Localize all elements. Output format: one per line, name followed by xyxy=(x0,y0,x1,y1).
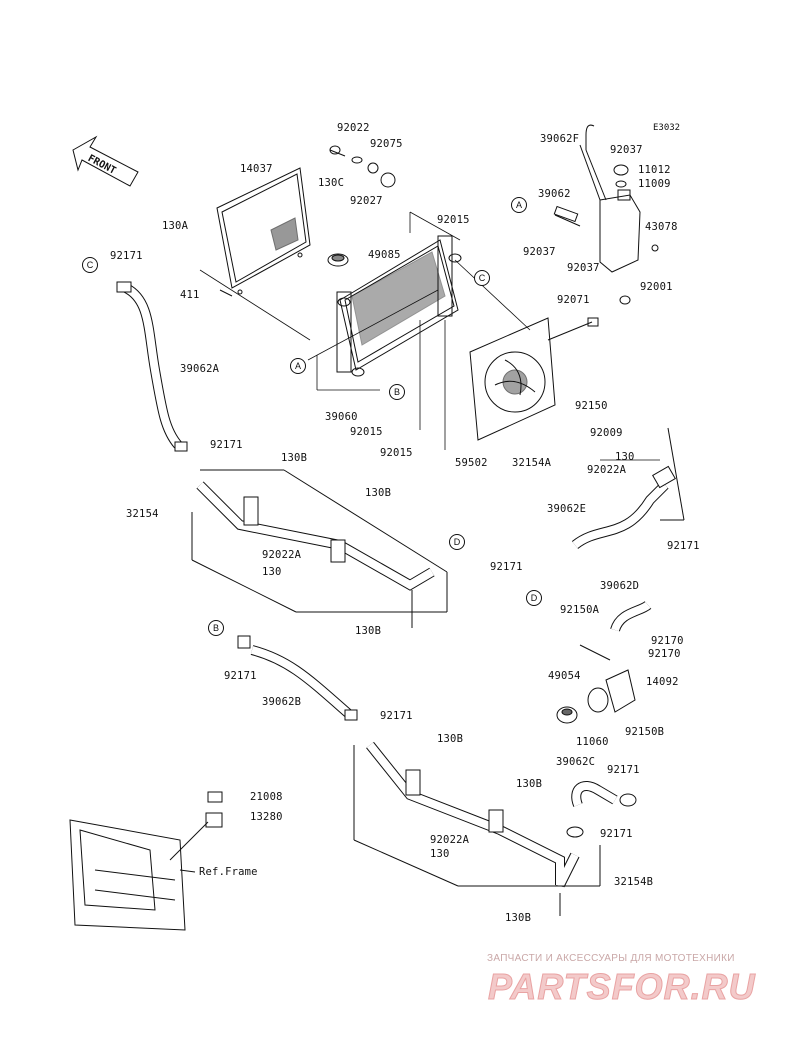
part-label: 39062B xyxy=(262,696,302,708)
part-label: 39062C xyxy=(556,756,596,768)
hose-39062D xyxy=(610,600,652,632)
reserve-tank xyxy=(553,124,659,305)
callout-a: A xyxy=(511,197,527,213)
part-label: 92171 xyxy=(110,250,143,262)
part-label: 14092 xyxy=(646,676,679,688)
radiator-core xyxy=(336,235,462,377)
part-label: 39062F xyxy=(540,133,580,145)
hose-39062B xyxy=(237,635,358,721)
part-label: 92015 xyxy=(380,447,413,459)
hose-39062A xyxy=(116,281,188,452)
hose-39062E xyxy=(571,427,685,550)
watermark-tagline: ЗАПЧАСТИ И АКСЕССУАРЫ ДЛЯ МОТОТЕХНИКИ xyxy=(487,953,735,964)
part-label: 92150A xyxy=(560,604,600,616)
part-label: 130B xyxy=(437,733,464,745)
part-label: 92015 xyxy=(437,214,470,226)
front-arrow-icon xyxy=(72,135,139,187)
part-label: 92037 xyxy=(567,262,600,274)
part-label: 59502 xyxy=(455,457,488,469)
pipe-32154 xyxy=(191,469,448,628)
part-label: 92022A xyxy=(587,464,627,476)
part-label: 92171 xyxy=(600,828,633,840)
part-label: 92037 xyxy=(610,144,643,156)
part-label: 92150B xyxy=(625,726,665,738)
part-label: 39062D xyxy=(600,580,640,592)
part-label: 130 xyxy=(262,566,282,578)
callout-b: B xyxy=(208,620,224,636)
part-label: 39062 xyxy=(538,188,571,200)
callout-d: D xyxy=(449,534,465,550)
part-label: 130A xyxy=(162,220,189,232)
part-label: 130B xyxy=(516,778,543,790)
callout-c: C xyxy=(474,270,490,286)
part-label: 11009 xyxy=(638,178,671,190)
leader-lines xyxy=(199,211,660,461)
part-label: 130 xyxy=(430,848,450,860)
part-label: 130 xyxy=(615,451,635,463)
diagram-code: E3032 xyxy=(653,123,681,133)
part-label: 92170 xyxy=(648,648,681,660)
part-label: 39060 xyxy=(325,411,358,423)
part-label: 32154B xyxy=(614,876,654,888)
part-label: 92015 xyxy=(350,426,383,438)
part-label: 49054 xyxy=(548,670,581,682)
part-label: 92022A xyxy=(430,834,470,846)
part-label: 411 xyxy=(180,289,200,301)
frame-ref-label: Ref.Frame xyxy=(199,866,258,878)
part-label: 92001 xyxy=(640,281,673,293)
callout-c: C xyxy=(82,257,98,273)
part-label: 39062A xyxy=(180,363,220,375)
part-label: 92075 xyxy=(370,138,403,150)
part-label: 130B xyxy=(281,452,308,464)
callout-a: A xyxy=(290,358,306,374)
watermark-logo: PARTSFOR.RU xyxy=(488,966,756,1008)
part-label: 11060 xyxy=(576,736,609,748)
part-label: 43078 xyxy=(645,221,678,233)
part-label: 130B xyxy=(365,487,392,499)
callout-d: D xyxy=(526,590,542,606)
part-label: 39062E xyxy=(547,503,587,515)
pipe-32154B xyxy=(353,741,601,916)
radiator-screen xyxy=(216,167,311,297)
part-label: 92009 xyxy=(590,427,623,439)
part-label: 92171 xyxy=(210,439,243,451)
part-label: 32154 xyxy=(126,508,159,520)
part-label: 11012 xyxy=(638,164,671,176)
part-label: 92170 xyxy=(651,635,684,647)
part-label: 49085 xyxy=(368,249,401,261)
thermostat-housing xyxy=(556,644,636,724)
part-label: 92022A xyxy=(262,549,302,561)
cap-hardware xyxy=(329,145,396,188)
part-label: 13280 xyxy=(250,811,283,823)
hose-39062C xyxy=(566,781,637,838)
part-label: 92171 xyxy=(667,540,700,552)
part-label: 32154A xyxy=(512,457,552,469)
part-label: 14037 xyxy=(240,163,273,175)
part-label: 21008 xyxy=(250,791,283,803)
part-label: 92027 xyxy=(350,195,383,207)
part-label: 92071 xyxy=(557,294,590,306)
part-label: 92171 xyxy=(224,670,257,682)
part-label: 92171 xyxy=(380,710,413,722)
part-label: 130B xyxy=(505,912,532,924)
fan-shroud xyxy=(469,317,599,441)
part-label: 92150 xyxy=(575,400,608,412)
frame-reference xyxy=(69,791,223,931)
radiator-cap xyxy=(327,253,349,267)
callout-b: B xyxy=(389,384,405,400)
part-label: 92171 xyxy=(490,561,523,573)
part-label: 130C xyxy=(318,177,345,189)
part-label: 130B xyxy=(355,625,382,637)
part-label: 92022 xyxy=(337,122,370,134)
part-label: 92037 xyxy=(523,246,556,258)
part-label: 92171 xyxy=(607,764,640,776)
